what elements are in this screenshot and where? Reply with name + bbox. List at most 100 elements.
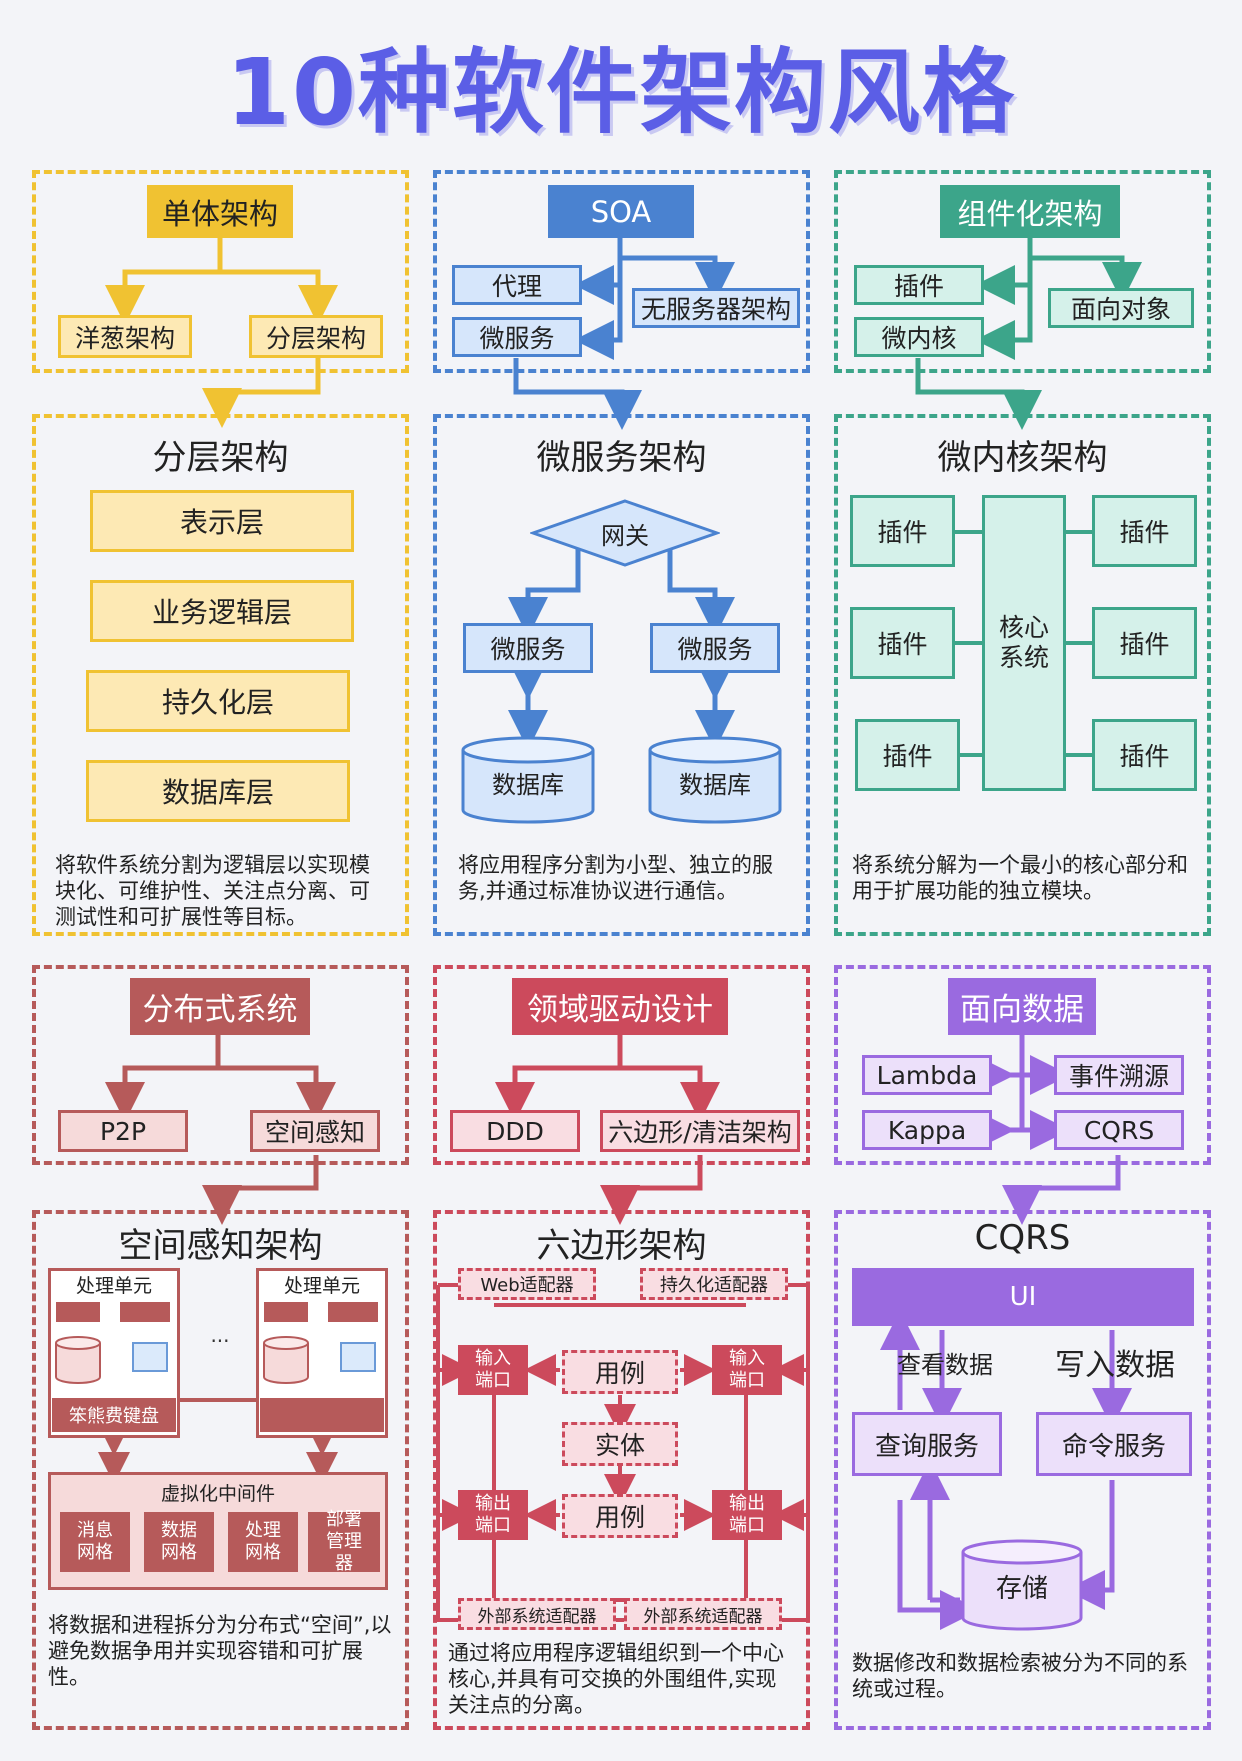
web-adapter-box: Web适配器 [458, 1268, 596, 1300]
monolithic-panel [32, 170, 409, 373]
microkernel-arch-description: 将系统分解为一个最小的核心部分和用于扩展功能的独立模块。 [852, 853, 1188, 903]
database-b-icon [648, 736, 782, 824]
persistence-adapter-box: 持久化适配器 [640, 1268, 788, 1300]
ddd-panel [433, 965, 810, 1165]
ddd-box: DDD [450, 1110, 580, 1152]
space-aware-box: 空间感知 [250, 1110, 380, 1152]
external-adapter-left-box: 外部系统适配器 [458, 1598, 616, 1630]
onion-architecture-box: 洋葱架构 [58, 315, 192, 358]
deployment-manager: 部署管理器 [308, 1509, 380, 1574]
distributed-tag: 分布式系统 [130, 978, 310, 1035]
virtualized-middleware-label: 虚拟化中间件 [160, 1482, 275, 1505]
unit-b-module-1 [264, 1302, 308, 1322]
command-service-box: 命令服务 [1036, 1412, 1192, 1476]
read-data-label: 查看数据 [897, 1350, 993, 1379]
microservice-box: 微服务 [452, 317, 582, 357]
database-a-label: 数据库 [492, 771, 564, 799]
database-a-icon [461, 736, 595, 824]
hex-arch-description: 通过将应用程序逻辑组织到一个中心核心,并具有可交换的外围组件,实现关注点的分离。 [448, 1641, 784, 1717]
cqrs-arch-description: 数据修改和数据检索被分为不同的系统或过程。 [852, 1651, 1188, 1701]
monolithic-tag: 单体架构 [147, 185, 293, 238]
p2p-box: P2P [58, 1110, 188, 1152]
unit-a-module-1 [56, 1302, 100, 1322]
unit-b-document-icon [340, 1342, 376, 1372]
messaging-grid: 消息网格 [60, 1512, 130, 1572]
microkernel-arch-title: 微内核架构 [937, 438, 1108, 478]
data-grid: 数据网格 [144, 1512, 214, 1572]
unit-b-module-2 [328, 1302, 378, 1322]
use-case-top-box: 用例 [562, 1350, 678, 1394]
plugin-right-2: 插件 [1092, 607, 1197, 679]
persistence-layer: 持久化层 [86, 670, 350, 732]
layered-arch-title: 分层架构 [152, 438, 289, 478]
ddd-tag: 领域驱动设计 [512, 978, 728, 1035]
database-layer: 数据库层 [86, 760, 350, 822]
oop-box: 面向对象 [1048, 288, 1194, 328]
unit-b-cache-icon [263, 1336, 309, 1384]
plugin-right-1: 插件 [1092, 495, 1197, 567]
plugin-left-1: 插件 [850, 495, 955, 567]
cqrs-box: CQRS [1054, 1110, 1184, 1150]
core-system-box: 核心系统 [982, 495, 1066, 791]
soa-tag: SOA [548, 185, 694, 238]
page-title: 10种软件架构风格 [225, 39, 1017, 146]
lambda-box: Lambda [862, 1055, 992, 1095]
business-logic-layer: 业务逻辑层 [90, 580, 354, 642]
data-panel [834, 965, 1211, 1165]
use-case-bottom-box: 用例 [562, 1494, 678, 1538]
proxy-box: 代理 [452, 265, 582, 305]
plugin-left-3: 插件 [855, 719, 960, 791]
input-port-right: 输入端口 [712, 1345, 782, 1395]
cqrs-arch-title: CQRS [974, 1218, 1071, 1258]
plugin-right-3: 插件 [1092, 719, 1197, 791]
processing-grid: 处理网格 [228, 1512, 298, 1572]
microkernel-arch-panel [834, 414, 1211, 936]
microservice-b-box: 微服务 [650, 623, 780, 673]
storage-label: 存储 [995, 1573, 1048, 1604]
plugin-box: 插件 [854, 265, 984, 305]
layered-architecture-box: 分层架构 [249, 315, 383, 358]
unit-a-cache-icon [55, 1336, 101, 1384]
layered-arch-description: 将软件系统分割为逻辑层以实现模块化、可维护性、关注点分离、可测试性和可扩展性等目… [55, 853, 370, 929]
gateway-diamond [530, 499, 720, 567]
component-panel [834, 170, 1211, 373]
unit-a-module-2 [120, 1302, 170, 1322]
external-adapter-right-box: 外部系统适配器 [624, 1598, 782, 1630]
gateway-label: 网关 [601, 521, 649, 550]
storage-icon [961, 1539, 1083, 1631]
presentation-layer: 表示层 [90, 490, 354, 552]
ui-bar: UI [852, 1268, 1194, 1326]
soa-panel [433, 170, 810, 373]
processing-unit-a-label: 处理单元 [75, 1274, 152, 1297]
data-oriented-tag: 面向数据 [948, 978, 1096, 1035]
microservice-arch-title: 微服务架构 [536, 438, 707, 478]
hex-arch-panel [433, 1210, 810, 1730]
processing-unit-b-label: 处理单元 [283, 1274, 360, 1297]
cqrs-arch-panel [834, 1210, 1211, 1730]
hex-arch-title: 六边形架构 [536, 1226, 707, 1266]
space-arch-panel [32, 1210, 409, 1730]
unit-b-bar [260, 1398, 384, 1432]
more-units-ellipsis: ... [210, 1323, 230, 1347]
kappa-box: Kappa [862, 1110, 992, 1150]
entity-box: 实体 [562, 1422, 678, 1466]
input-port-left: 输入端口 [458, 1345, 528, 1395]
distributed-panel [32, 965, 409, 1165]
microkernel-box: 微内核 [854, 317, 984, 357]
microservice-arch-description: 将应用程序分割为小型、独立的服务,并通过标准协议进行通信。 [458, 853, 773, 903]
serverless-box: 无服务器架构 [632, 288, 800, 328]
query-service-box: 查询服务 [852, 1412, 1002, 1476]
database-b-label: 数据库 [679, 771, 751, 799]
space-arch-description: 将数据和进程拆分为分布式“空间”,以避免数据争用并实现容错和可扩展性。 [48, 1613, 392, 1689]
component-tag: 组件化架构 [940, 185, 1120, 238]
layered-arch-panel [32, 414, 409, 936]
unit-a-document-icon [132, 1342, 168, 1372]
output-port-right: 输出端口 [712, 1490, 782, 1540]
write-data-label: 写入数据 [1055, 1348, 1175, 1383]
unit-a-bar: 笨熊费键盘 [52, 1398, 176, 1432]
microservice-arch-panel [433, 414, 810, 936]
space-arch-title: 空间感知架构 [118, 1226, 323, 1266]
event-sourcing-box: 事件溯源 [1054, 1055, 1184, 1095]
output-port-left: 输出端口 [458, 1490, 528, 1540]
plugin-left-2: 插件 [850, 607, 955, 679]
